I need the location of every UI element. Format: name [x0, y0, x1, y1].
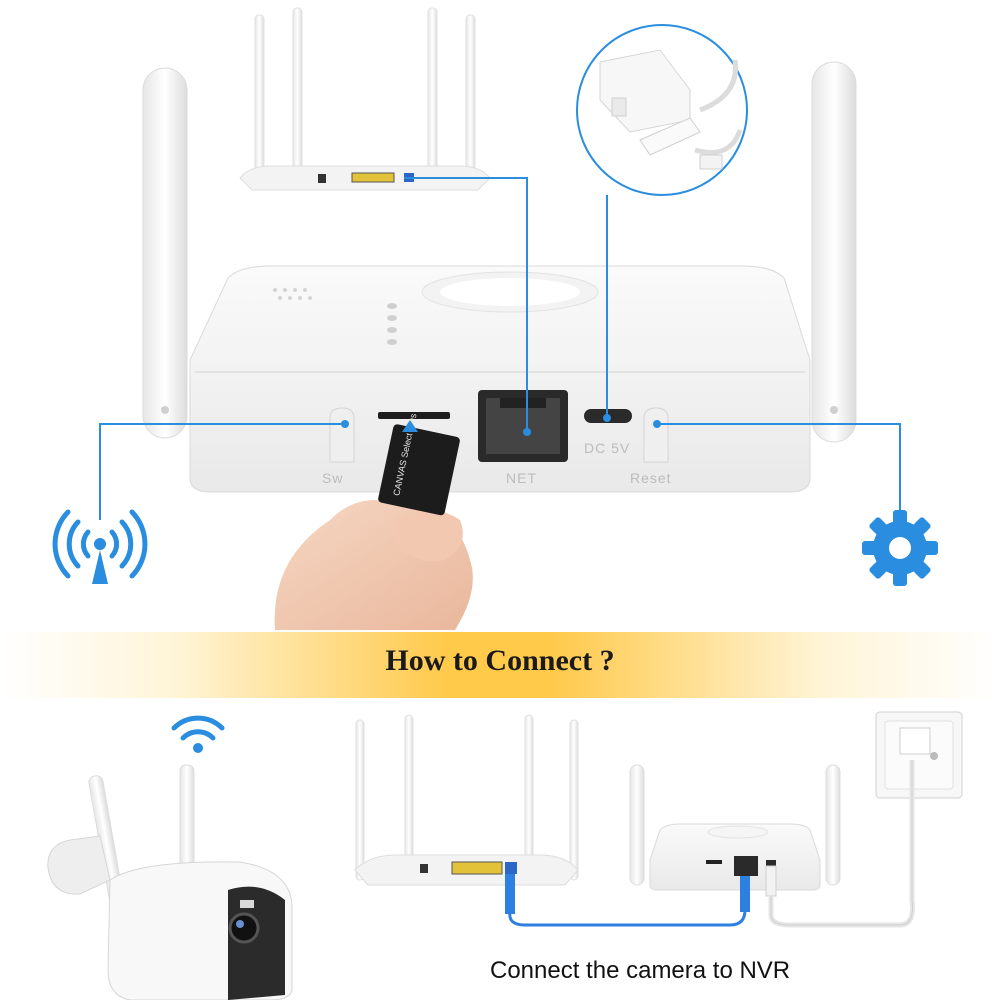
net-port-label: NET — [506, 470, 537, 486]
dc-port-label: DC 5V — [584, 440, 631, 456]
wifi-signal-icon — [171, 715, 225, 753]
hand-with-sdcard: CANVAS Select Plus — [274, 412, 473, 630]
nvr-device-bottom — [629, 764, 841, 912]
wifi-antenna-icon — [52, 509, 148, 584]
connector-lines-top — [99, 177, 901, 520]
camera — [47, 764, 293, 1000]
wall-socket — [875, 711, 963, 799]
switch-port-label: Sw — [322, 470, 344, 486]
title-banner — [0, 632, 1000, 698]
banner-title: How to Connect ? — [385, 644, 615, 677]
router-bottom — [354, 714, 579, 914]
connection-caption: Connect the camera to NVR — [490, 957, 791, 984]
nvr-device-main — [142, 61, 857, 493]
gear-icon — [862, 510, 938, 586]
charger-inset — [576, 24, 748, 196]
router-top — [239, 7, 491, 191]
reset-port-label: Reset — [630, 470, 672, 486]
cables-bottom — [508, 760, 915, 928]
